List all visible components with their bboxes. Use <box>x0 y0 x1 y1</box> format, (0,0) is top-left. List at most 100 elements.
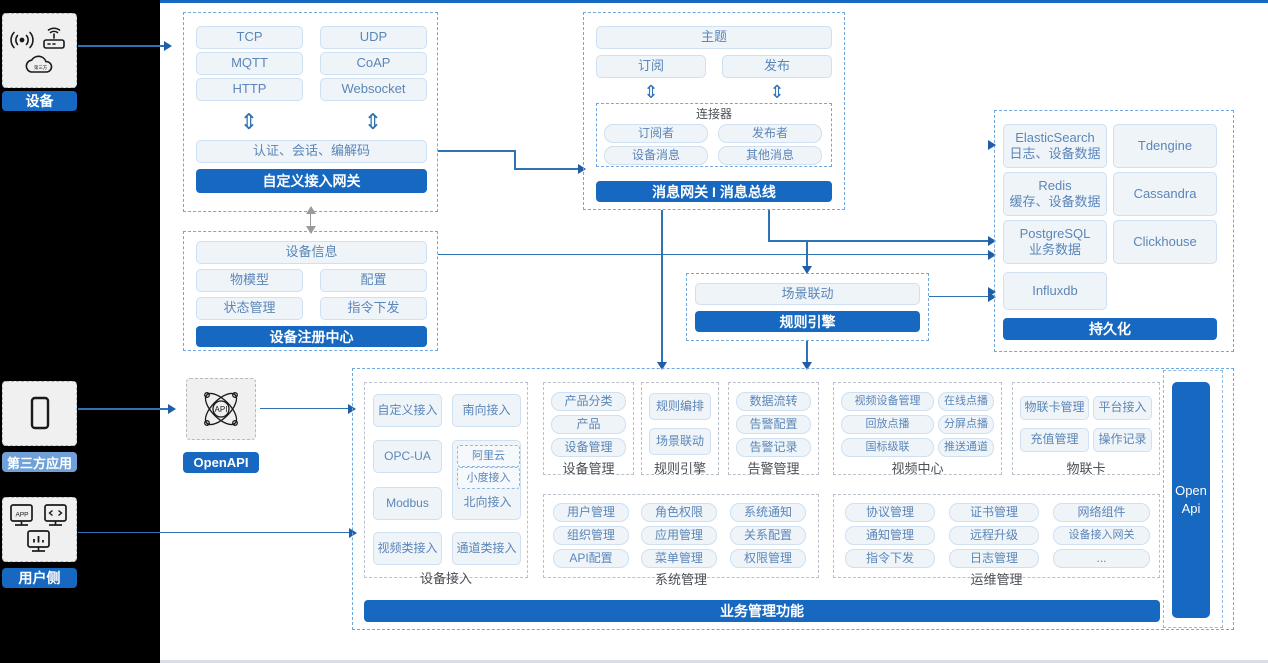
storage-postgresql[interactable]: PostgreSQL 业务数据 <box>1003 220 1107 264</box>
ic-operation-log[interactable]: 操作记录 <box>1093 428 1152 452</box>
dm-product[interactable]: 产品 <box>551 415 626 434</box>
dm-device-mgmt[interactable]: 设备管理 <box>551 438 626 457</box>
om-remote-upgrade[interactable]: 远程升级 <box>949 526 1039 545</box>
om-command-dispatch[interactable]: 指令下发 <box>845 549 935 568</box>
protocol-udp[interactable]: UDP <box>320 26 427 49</box>
group-system-mgmt <box>543 494 819 578</box>
user-side-icons-group: APP <box>9 503 67 552</box>
am-data-flow[interactable]: 数据流转 <box>736 392 811 411</box>
sm-role-permission[interactable]: 角色权限 <box>641 503 717 522</box>
dm-product-category[interactable]: 产品分类 <box>551 392 626 411</box>
storage-elasticsearch[interactable]: ElasticSearch 日志、设备数据 <box>1003 124 1107 168</box>
device-info-box[interactable]: 设备信息 <box>196 241 427 264</box>
topic-box[interactable]: 主题 <box>596 26 832 49</box>
connector-msg-persist-h <box>768 240 990 242</box>
arrow-msg-to-persist <box>988 236 996 246</box>
ic-card-mgmt[interactable]: 物联卡管理 <box>1020 396 1089 420</box>
access-opcua[interactable]: OPC-UA <box>373 440 442 473</box>
om-log-mgmt[interactable]: 日志管理 <box>949 549 1039 568</box>
subscribe-box[interactable]: 订阅 <box>596 55 706 78</box>
ic-platform-access[interactable]: 平台接入 <box>1093 396 1152 420</box>
subscriber-box[interactable]: 订阅者 <box>604 124 708 143</box>
protocol-coap[interactable]: CoAP <box>320 52 427 75</box>
api-atom-icon: API <box>204 392 238 426</box>
arrow-to-elasticsearch <box>988 140 996 150</box>
access-channel[interactable]: 通道类接入 <box>452 532 521 565</box>
rail-label-device: 设备 <box>2 91 77 111</box>
storage-cassandra[interactable]: Cassandra <box>1113 172 1217 216</box>
sm-permission-mgmt[interactable]: 权限管理 <box>730 549 806 568</box>
business-section <box>352 368 1234 630</box>
sm-api-config[interactable]: API配置 <box>553 549 629 568</box>
device-message-box[interactable]: 设备消息 <box>604 146 708 165</box>
publisher-box[interactable]: 发布者 <box>718 124 822 143</box>
access-video[interactable]: 视频类接入 <box>373 532 442 565</box>
vc-push-channel[interactable]: 推送通道 <box>938 438 994 457</box>
double-arrow-left-icon: ⇕ <box>239 109 259 134</box>
vc-online-play[interactable]: 在线点播 <box>938 392 994 411</box>
storage-redis[interactable]: Redis 缓存、设备数据 <box>1003 172 1107 216</box>
config-box[interactable]: 配置 <box>320 269 427 292</box>
access-custom[interactable]: 自定义接入 <box>373 394 442 427</box>
vc-split-screen[interactable]: 分屏点播 <box>938 415 994 434</box>
om-cert-mgmt[interactable]: 证书管理 <box>949 503 1039 522</box>
scene-linkage-box[interactable]: 场景联动 <box>695 283 920 305</box>
om-protocol-mgmt[interactable]: 协议管理 <box>845 503 935 522</box>
bottom-rule <box>160 660 1268 663</box>
auth-session-codec-box[interactable]: 认证、会话、编解码 <box>196 140 427 163</box>
storage-influxdb[interactable]: Influxdb <box>1003 272 1107 310</box>
status-mgmt-box[interactable]: 状态管理 <box>196 297 303 320</box>
group-caption-system-mgmt: 系统管理 <box>654 571 707 587</box>
sm-relation-config[interactable]: 关系配置 <box>730 526 806 545</box>
connector-msg-rule-stub <box>768 210 770 212</box>
re-scene-linkage[interactable]: 场景联动 <box>649 428 711 455</box>
persistence-section <box>994 110 1234 352</box>
am-alarm-config[interactable]: 告警配置 <box>736 415 811 434</box>
am-alarm-record[interactable]: 告警记录 <box>736 438 811 457</box>
sm-org-mgmt[interactable]: 组织管理 <box>553 526 629 545</box>
access-modbus[interactable]: Modbus <box>373 487 442 520</box>
arrow-userside-to-business <box>349 528 357 538</box>
chart-monitor-icon <box>26 529 50 552</box>
double-arrow-subscribe-icon: ⇕ <box>643 82 659 102</box>
ic-recharge-mgmt[interactable]: 充值管理 <box>1020 428 1089 452</box>
rail-label-user-side: 用户侧 <box>2 568 77 588</box>
double-arrow-publish-icon: ⇕ <box>769 82 785 102</box>
sm-system-notice[interactable]: 系统通知 <box>730 503 806 522</box>
access-aliyun[interactable]: 阿里云 <box>457 445 520 467</box>
openapi-bar-section <box>1163 370 1223 628</box>
om-network-component[interactable]: 网络组件 <box>1053 503 1150 522</box>
device-icon-tile: 第三方 <box>2 13 77 88</box>
access-xiaodu[interactable]: 小度接入 <box>457 467 520 489</box>
command-dispatch-box[interactable]: 指令下发 <box>320 297 427 320</box>
vc-playback[interactable]: 回放点播 <box>841 415 934 434</box>
protocol-http[interactable]: HTTP <box>196 78 303 101</box>
protocol-tcp[interactable]: TCP <box>196 26 303 49</box>
thing-model-box[interactable]: 物模型 <box>196 269 303 292</box>
protocol-websocket[interactable]: Websocket <box>320 78 427 101</box>
vc-gb-cascade[interactable]: 国标级联 <box>841 438 934 457</box>
storage-clickhouse[interactable]: Clickhouse <box>1113 220 1217 264</box>
group-caption-device-access: 设备接入 <box>419 570 472 586</box>
connector-gw-msg-h1 <box>438 150 516 152</box>
access-southbound[interactable]: 南向接入 <box>452 394 521 427</box>
connector-openapi-to-business <box>260 408 350 409</box>
re-rule-orchestration[interactable]: 规则编排 <box>649 393 711 420</box>
sm-menu-mgmt[interactable]: 菜单管理 <box>641 549 717 568</box>
publish-box[interactable]: 发布 <box>722 55 832 78</box>
om-notice-mgmt[interactable]: 通知管理 <box>845 526 935 545</box>
other-message-box[interactable]: 其他消息 <box>718 146 822 165</box>
access-northbound-container[interactable]: 阿里云 小度接入 北向接入 <box>452 440 521 520</box>
group-device-mgmt <box>543 382 634 475</box>
rail-label-third-party: 第三方应用 <box>2 452 77 472</box>
sm-app-mgmt[interactable]: 应用管理 <box>641 526 717 545</box>
sm-user-mgmt[interactable]: 用户管理 <box>553 503 629 522</box>
router-icon <box>42 27 65 49</box>
vc-video-device-mgmt[interactable]: 视频设备管理 <box>841 392 934 411</box>
om-device-access-gateway[interactable]: 设备接入网关 <box>1053 526 1150 545</box>
storage-tdengine[interactable]: Tdengine <box>1113 124 1217 168</box>
rule-engine-footer: 规则引擎 <box>695 311 920 332</box>
om-more[interactable]: ... <box>1053 549 1150 568</box>
openapi-vertical-bar[interactable]: Open Api <box>1172 382 1210 618</box>
protocol-mqtt[interactable]: MQTT <box>196 52 303 75</box>
